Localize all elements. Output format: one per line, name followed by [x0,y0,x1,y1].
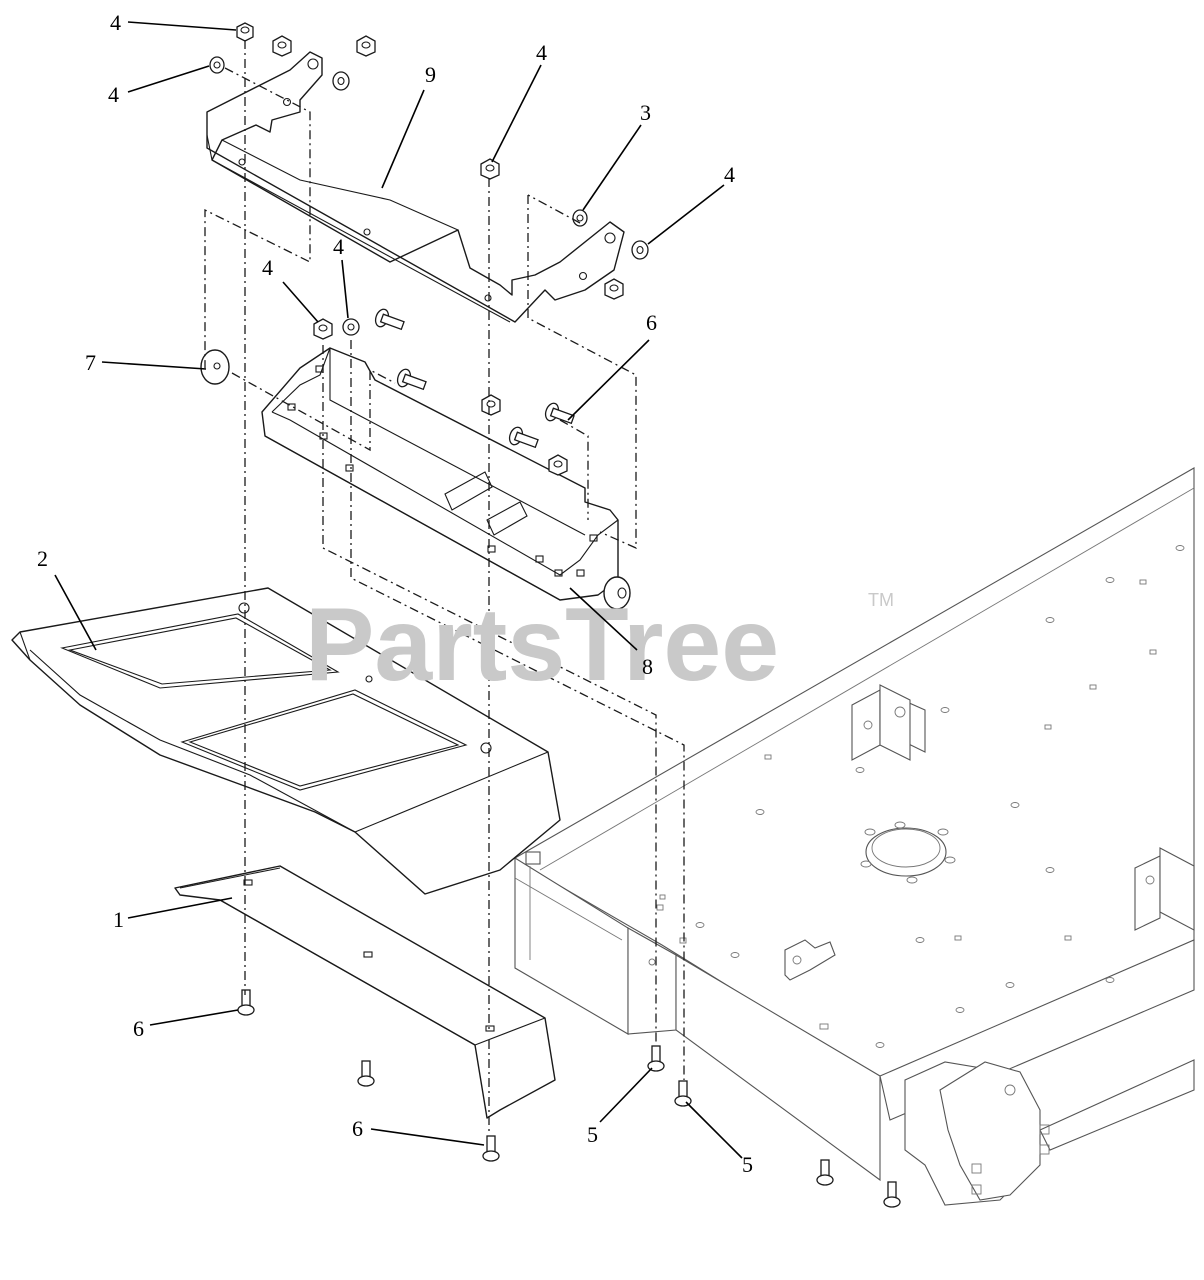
callout-4: 4 [262,255,273,280]
callout-4: 4 [108,82,119,107]
callout-5: 5 [587,1122,598,1147]
callout-6: 6 [352,1116,363,1141]
watermark-trademark: TM [868,590,894,610]
hardware-flange-bolts [237,989,901,1208]
callout-3: 3 [640,100,651,125]
callout-9: 9 [425,62,436,87]
hardware-nuts [209,22,649,476]
callout-6: 6 [646,310,657,335]
callout-4: 4 [536,40,547,65]
callout-8: 8 [642,654,653,679]
under-plate [174,865,556,1119]
assembly-lines [204,40,685,1135]
callout-4: 4 [724,162,735,187]
hardware-carriage-bolts [374,308,575,449]
callout-4: 4 [333,234,344,259]
callout-6: 6 [133,1016,144,1041]
callout-5: 5 [742,1152,753,1177]
watermark: PartsTree TM [305,587,894,703]
foot-plate [11,587,561,895]
washer [200,349,230,385]
lower-tray [261,347,631,610]
callout-4: 4 [110,10,121,35]
top-bracket [206,51,625,323]
watermark-text: PartsTree [305,587,779,703]
callout-2: 2 [37,546,48,571]
mower-deck-frame [514,467,1195,1206]
leader-lines [54,21,743,1159]
callout-1: 1 [113,907,124,932]
callout-labels: 4 4 4 9 3 4 4 4 7 6 2 8 1 6 6 5 5 [37,10,753,1177]
callout-7: 7 [85,350,96,375]
